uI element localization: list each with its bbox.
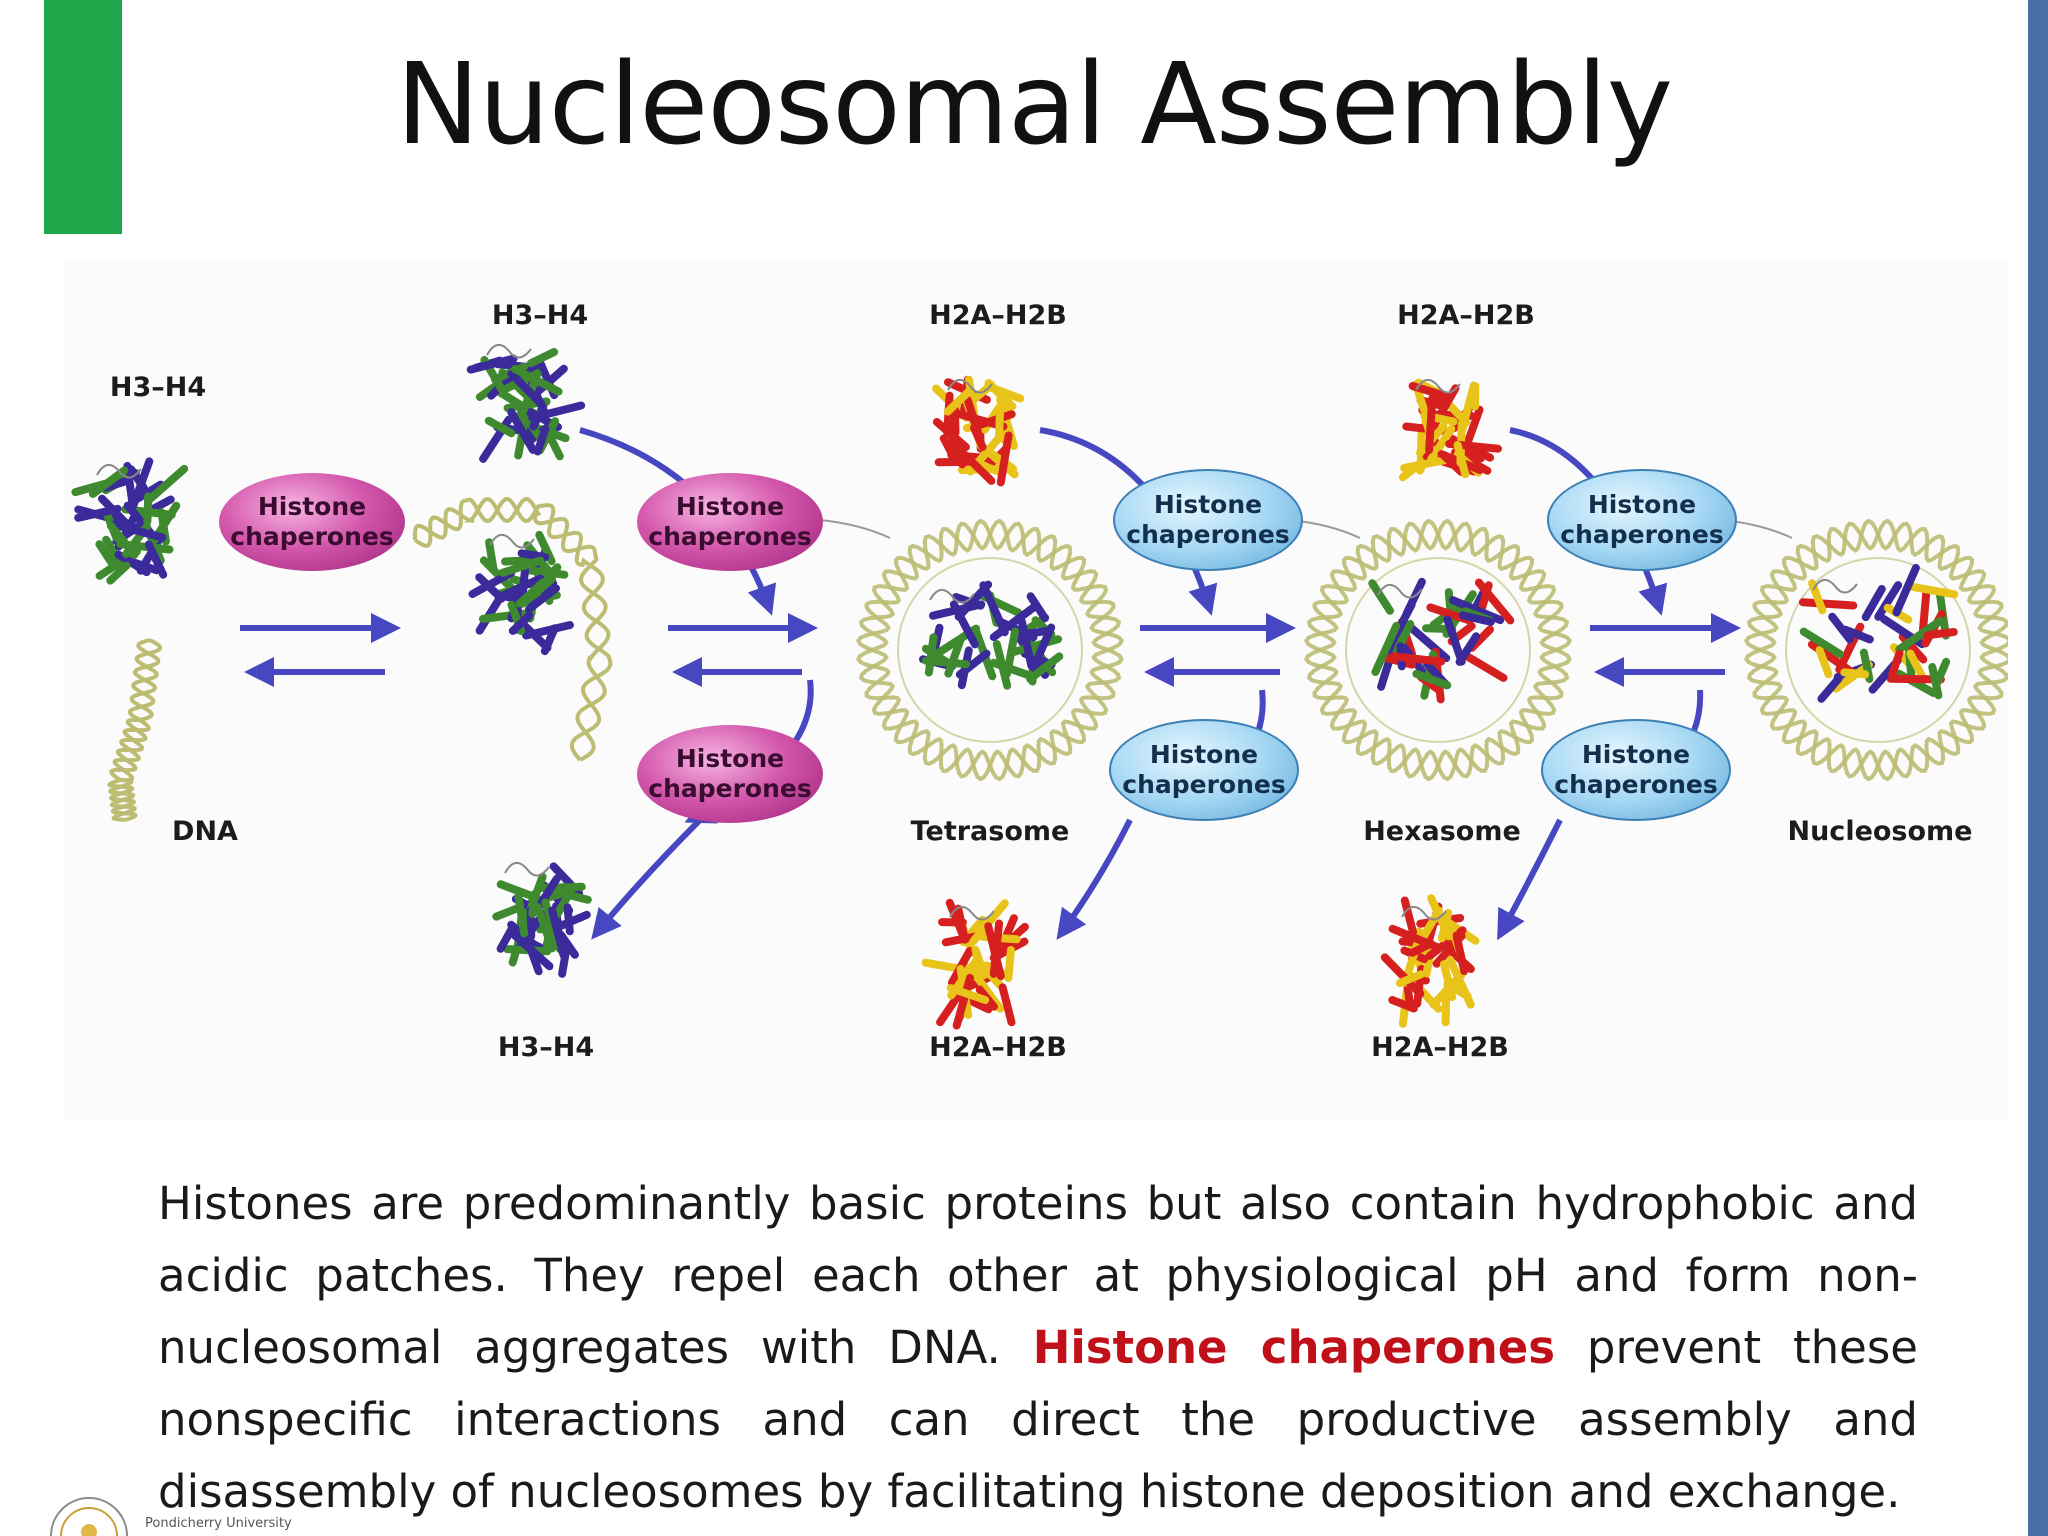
histone-chaperones-5: Histone chaperones [1547, 469, 1737, 571]
slide-title: Nucleosomal Assembly [395, 40, 1673, 170]
label-h2ah2b-bottom-2: H2A–H2B [1371, 1032, 1509, 1063]
h3h4-bottom [492, 862, 592, 978]
h3h4-top [466, 344, 586, 463]
tetrasome-dna [856, 518, 1124, 782]
h2ah2b-top-1 [932, 375, 1025, 487]
release-arrow-h3h4 [591, 817, 703, 940]
histone-chaperones-7: Histone chaperones [1541, 719, 1731, 821]
label-h3h4-top: H3–H4 [491, 300, 589, 331]
histone-chaperones-3: Histone chaperones [637, 725, 823, 823]
histones-layer [71, 344, 1959, 1030]
histone-chaperones-4: Histone chaperones [1113, 469, 1303, 571]
dna-layer [107, 496, 2008, 822]
label-dna: DNA [172, 816, 238, 847]
label-h3h4-left: H3–H4 [109, 372, 207, 403]
histone-chaperones-2: Histone chaperones [637, 473, 823, 571]
caption-paragraph: Histones are predominantly basic protein… [158, 1168, 1918, 1528]
nucleosome-dna [1744, 518, 2008, 782]
caption-highlight: Histone chaperones [1032, 1321, 1556, 1374]
tetrasome-core [919, 580, 1064, 690]
h2ah2b-bottom-2 [1380, 894, 1480, 1028]
label-h3h4-bottom: H3–H4 [497, 1032, 595, 1063]
label-hexasome: Hexasome [1363, 816, 1521, 847]
h2ah2b-bottom-1 [921, 898, 1029, 1030]
release-arrow-h2ah2b-1 [1056, 818, 1133, 940]
diagram-background [64, 260, 2008, 1120]
nucleosome-core [1798, 563, 1959, 703]
university-logo [50, 1497, 128, 1536]
logo-text: Pondicherry University [145, 1516, 292, 1531]
arrows-layer [240, 427, 1741, 941]
nucleosome-assembly-diagram [71, 344, 2008, 1030]
dna-strand-wrapping [412, 496, 613, 762]
label-tetrasome: Tetrasome [910, 816, 1070, 847]
hexasome-core [1368, 577, 1515, 704]
label-h2ah2b-top-2: H2A–H2B [1397, 300, 1535, 331]
histone-chaperones-1: Histone chaperones [219, 473, 405, 571]
dna-tail-1 [819, 519, 891, 539]
h2ah2b-top-2 [1398, 378, 1502, 482]
edge-strip [2028, 0, 2048, 1536]
hexasome-dna [1304, 518, 1572, 782]
label-h2ah2b-top-1: H2A–H2B [929, 300, 1067, 331]
accent-bar [44, 0, 122, 234]
histone-chaperones-6: Histone chaperones [1109, 719, 1299, 821]
dna-strand-left [107, 638, 163, 822]
h3h4-on-dna [468, 530, 574, 656]
release-arrow-h2ah2b-2 [1497, 818, 1563, 941]
h3h4-left [71, 457, 189, 585]
caption-text-1: Histones are predominantly basic protein… [158, 1177, 1918, 1374]
label-nucleosome: Nucleosome [1787, 816, 1973, 847]
label-h2ah2b-bottom-1: H2A–H2B [929, 1032, 1067, 1063]
caption-text-2: prevent these nonspecific interactions a… [158, 1321, 1918, 1518]
